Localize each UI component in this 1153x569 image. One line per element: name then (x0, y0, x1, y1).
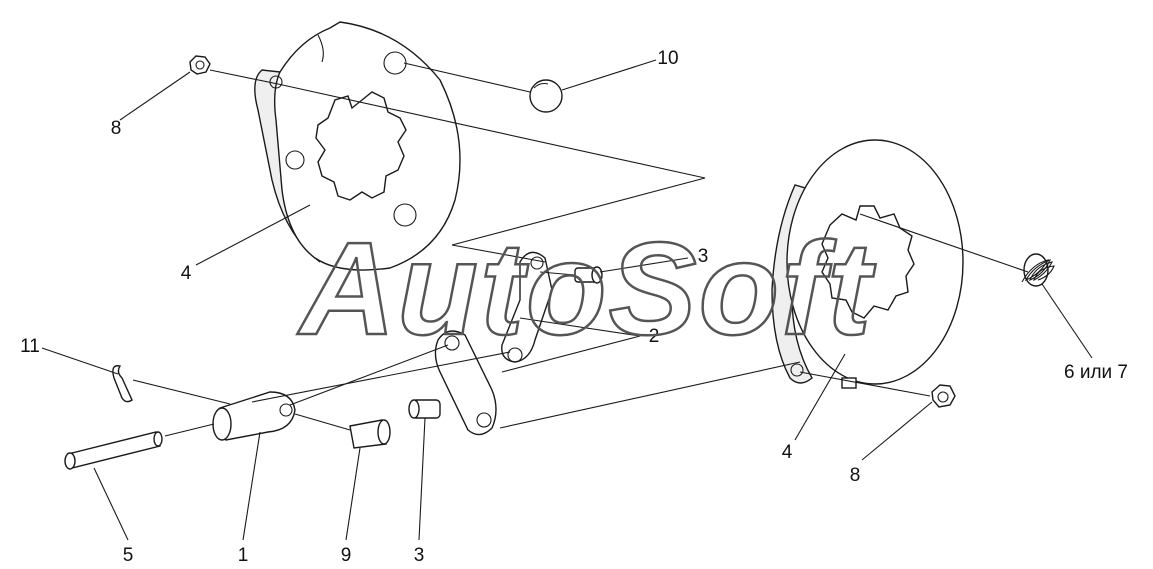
leader-lines (41, 59, 1093, 541)
callout-8-lower: 8 (850, 465, 861, 486)
link-part-2-lower (434, 330, 497, 436)
callout-11: 11 (20, 336, 40, 357)
ball-part-10 (529, 79, 563, 113)
cotter-pin-part-11 (112, 365, 133, 403)
callout-4-upper: 4 (181, 263, 192, 284)
right-pressure-plate (771, 139, 964, 389)
callout-6-or-7: 6 или 7 (1064, 362, 1128, 383)
callout-2: 2 (649, 326, 660, 347)
callout-3-upper: 3 (698, 246, 709, 267)
callout-10: 10 (657, 48, 678, 69)
watermark-text: AutoSoft (297, 215, 876, 362)
left-pressure-plate (254, 21, 461, 271)
callout-1: 1 (238, 545, 249, 566)
callout-8-upper: 8 (111, 118, 122, 139)
assembly-axis-lines (132, 62, 1029, 437)
nut-part-8-upper (189, 55, 211, 75)
fork-part-1 (212, 391, 296, 441)
nut-part-8-lower (931, 384, 956, 408)
bushing-part-9 (349, 419, 391, 449)
callout-4-lower: 4 (782, 442, 793, 463)
callout-9: 9 (341, 545, 352, 566)
callout-labels: 10 8 4 3 2 11 6 или 7 4 8 5 1 9 3 (20, 48, 1128, 566)
pin-part-3-lower (408, 399, 441, 419)
spring-part-6-7 (1021, 253, 1055, 287)
callout-3-lower: 3 (414, 545, 425, 566)
callout-5: 5 (123, 545, 134, 566)
rod-part-5 (64, 431, 163, 470)
